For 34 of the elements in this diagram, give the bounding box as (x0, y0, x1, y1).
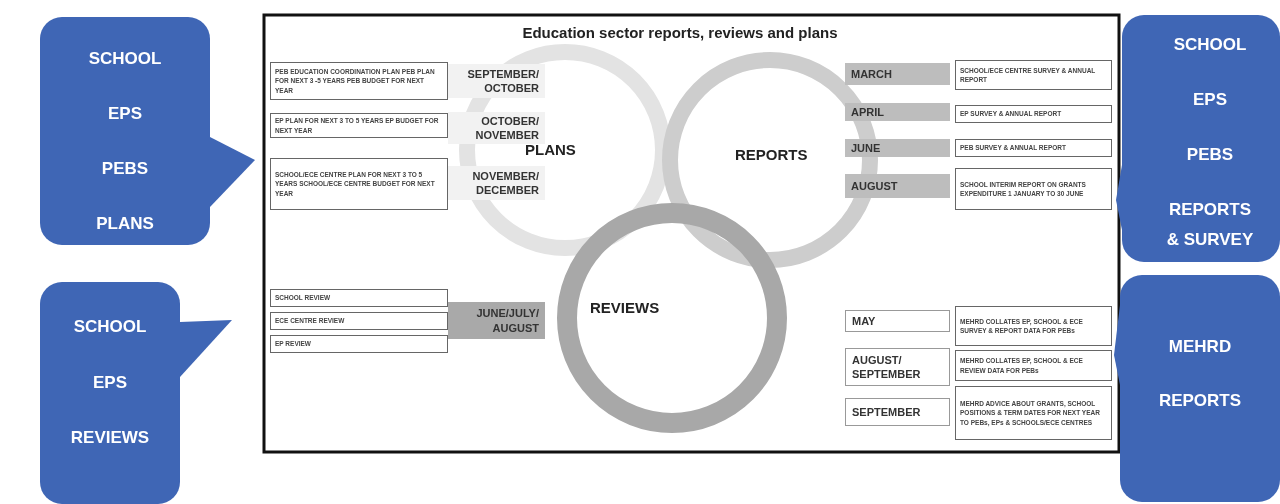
callout-text: SCHOOL (1173, 35, 1247, 55)
callout-text: REPORTS (1168, 200, 1252, 220)
month-label: SEPTEMBER (845, 398, 950, 426)
callout-text: PEBS (101, 159, 149, 179)
ring-label: REVIEWS (590, 299, 660, 316)
speech-bubble (1122, 15, 1280, 262)
callout-text: PLANS (96, 214, 154, 234)
callout-text: SCHOOL (73, 317, 147, 337)
month-label: NOVEMBER/ DECEMBER (448, 166, 545, 200)
month-label: JUNE (845, 139, 950, 157)
callout-text: EPS (1193, 90, 1227, 110)
venn-ring (557, 203, 787, 433)
month-label: JUNE/JULY/ AUGUST (448, 302, 545, 339)
month-label: MAY (845, 310, 950, 332)
callout-text: SCHOOL (88, 49, 162, 69)
diagram-title: Education sector reports, reviews and plans (521, 24, 839, 41)
month-label: APRIL (845, 103, 950, 121)
speech-bubble (40, 17, 210, 245)
month-label: AUGUST (845, 174, 950, 198)
callout-text: REVIEWS (70, 428, 150, 448)
speech-bubble (40, 282, 180, 504)
callout-text: PEBS (1186, 145, 1234, 165)
callout-text: EPS (108, 104, 142, 124)
callout-text: MEHRD (1168, 337, 1232, 357)
month-label: MARCH (845, 63, 950, 85)
callout-text: REPORTS (1158, 391, 1242, 411)
ring-label: PLANS (525, 141, 576, 158)
callout-text: EPS (93, 373, 127, 393)
callout-text: & SURVEY (1166, 230, 1254, 250)
month-label: SEPTEMBER/ OCTOBER (448, 64, 545, 98)
venn-ring (459, 44, 671, 256)
ring-label: REPORTS (735, 146, 808, 163)
month-label: OCTOBER/ NOVEMBER (448, 112, 545, 144)
month-label: AUGUST/ SEPTEMBER (845, 348, 950, 386)
